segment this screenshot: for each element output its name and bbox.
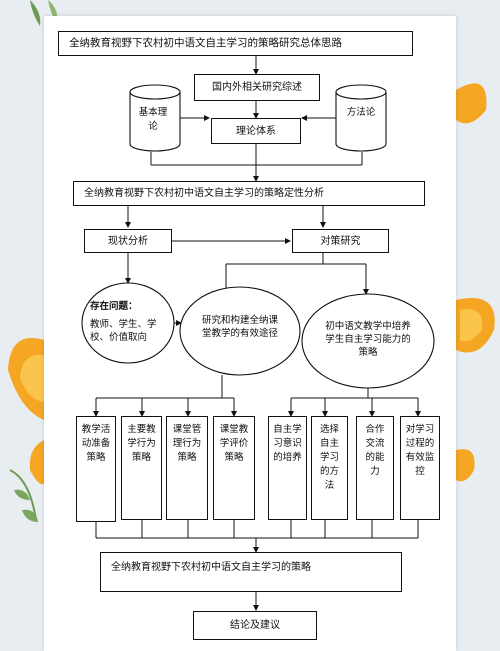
title-box: 全纳教育视野下农村初中语文自主学习的策略研究总体思路: [58, 31, 413, 56]
green-leaves-left: [9, 469, 38, 522]
orange-flower-right-mid: [456, 298, 495, 353]
qualitative-box: 全纳教育视野下农村初中语文自主学习的策略定性分析: [73, 181, 425, 206]
basic-theory-label: 基本理论: [138, 107, 168, 132]
cylinder-methodology: [335, 84, 387, 152]
final-strategy-text: 全纳教育视野下农村初中语文自主学习的策略: [111, 562, 311, 573]
qualitative-text: 全纳教育视野下农村初中语文自主学习的策略定性分析: [84, 188, 324, 199]
strategy-research-text: 对策研究: [320, 235, 361, 247]
status-analysis-box: 现状分析: [84, 229, 172, 253]
strategy-research-box: 对策研究: [292, 229, 389, 253]
theory-text: 理论体系: [236, 125, 276, 137]
orange-flower-right-top: [456, 83, 487, 124]
title-text: 全纳教育视野下农村初中语文自主学习的策略研究总体思路: [69, 37, 342, 49]
strategy-box-1: 教学活动准备策略: [76, 416, 116, 522]
conclusion-text: 结论及建议: [230, 620, 280, 631]
strategy-box-2: 主要教学行为策略: [121, 416, 162, 520]
path-text: 研究和构建全纳课堂教学的有效途径: [201, 315, 278, 339]
orange-flower-right-low: [456, 449, 475, 482]
ability-box-1: 自主学习意识的培养: [268, 416, 307, 520]
theory-box: 理论体系: [211, 118, 301, 144]
path-ellipse: [179, 286, 301, 376]
final-strategy-box: 全纳教育视野下农村初中语文自主学习的策略: [100, 552, 402, 592]
status-analysis-text: 现状分析: [108, 235, 148, 247]
problems-title: 存在问题：: [90, 301, 138, 312]
ability-text: 初中语文教学中培养学生自主学习能力的策略: [325, 321, 411, 358]
ability-box-3: 合作交流的能力: [356, 416, 394, 520]
strategy-box-3: 课堂管理行为策略: [166, 416, 208, 520]
orange-flower-left: [8, 338, 44, 485]
strategy-box-4: 课堂教学评价策略: [213, 416, 255, 520]
review-box: 国内外相关研究综述: [194, 74, 320, 101]
ability-box-4: 对学习过程的有效监控: [400, 416, 440, 520]
cylinder-basic-theory: [129, 84, 181, 152]
problems-ellipse: [81, 282, 175, 364]
methodology-label: 方法论: [346, 107, 376, 118]
ability-box-2: 选择自主学习的方法: [311, 416, 348, 520]
conclusion-box: 结论及建议: [193, 611, 317, 640]
problems-text: 存在问题： 教师、学生、学校、价值取向: [90, 300, 168, 344]
problems-body: 教师、学生、学校、价值取向: [90, 319, 157, 343]
review-text: 国内外相关研究综述: [212, 82, 302, 93]
ability-ellipse: [301, 293, 435, 389]
